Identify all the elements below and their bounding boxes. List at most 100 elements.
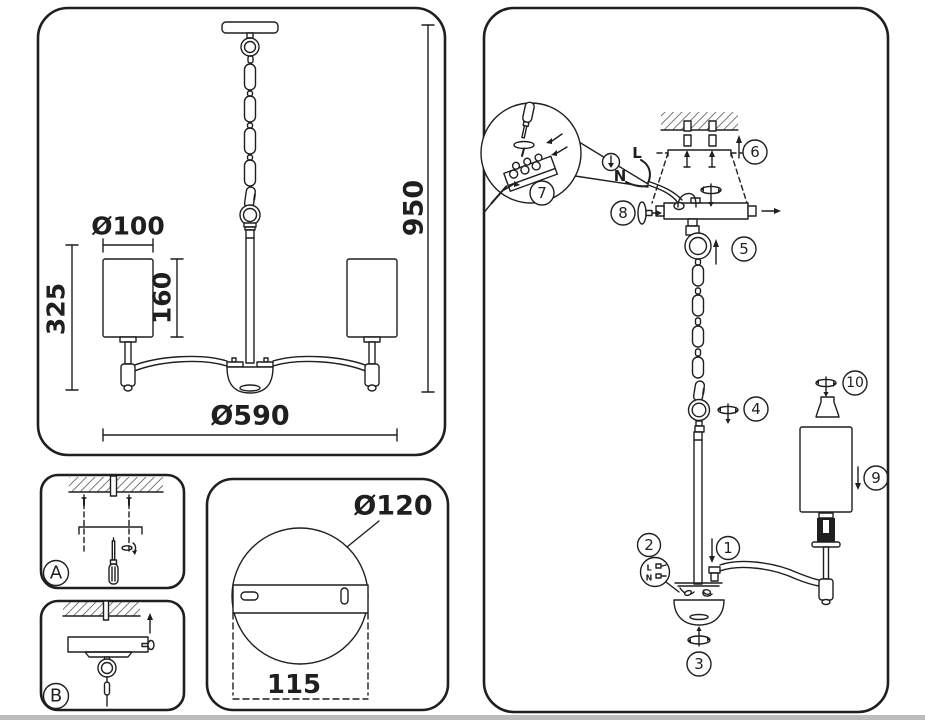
step-5-label: 5 [739,240,749,258]
step-2-label: 2 [644,536,654,554]
motion-arrows [503,133,568,191]
bottom-bowl [673,599,725,626]
stem-rod [243,222,257,364]
arrow-up-icon [713,239,719,265]
cable-grommet [673,201,685,211]
page-edge-shadow [0,715,925,720]
ceiling-pin [102,600,110,621]
step-1-label: 1 [723,539,733,557]
screw-rotation-icon [121,542,137,555]
side-screw-icon [141,639,155,651]
side-screw-icon [637,201,662,225]
wire-connector [702,588,712,596]
step-8-label: 8 [618,204,628,222]
bottom-bowl [226,366,274,394]
step-10-label: 10 [846,375,864,391]
step-3-label: 3 [694,655,704,673]
shade-holder-disc [811,541,841,548]
live-wire-label: L [632,144,642,162]
hanging-ring [684,232,712,260]
lamp-arm [719,560,820,587]
arrow-up-icon [736,135,742,159]
step-b-label: B [50,686,62,707]
dim-shade-height-label: 160 [148,272,177,324]
terminal-block [483,153,559,214]
step-6-label: 6 [750,143,760,161]
hub-plate [674,582,723,597]
lamp-arm-left [131,355,228,373]
stem-ring [239,204,261,226]
step-9-label: 9 [871,469,881,487]
dimension-overall-diameter: Ø590 [102,401,398,442]
ceiling-hatch [660,112,739,132]
rotation-icon [700,183,722,207]
drill-hole [708,120,717,132]
candle-tube [822,546,830,580]
panel-canopy-dimensions: Ø120 115 [205,477,450,712]
quick-link [692,380,706,402]
ceiling-pin [109,475,118,497]
stem-rod [693,420,705,585]
ceiling-canopy [221,21,279,39]
chain-link [103,681,111,696]
cable [649,181,683,201]
dimension-bracket-spacing: 115 [232,612,369,700]
hanging-ring [240,37,260,57]
ceiling-hatch [62,600,141,621]
panel-mount-step-b: B [39,599,186,712]
canopy-ring [97,656,117,707]
drill-hole [683,120,692,132]
panel-border [36,6,447,457]
dimension-overall-height: 950 [399,24,435,393]
panel-border [39,599,186,712]
step-a-label: A [50,563,63,584]
screw-up-icon [708,150,716,168]
chandelier-front-view [102,21,398,394]
arrow-down-icon [855,466,861,490]
dimension-stem-height: 325 [42,244,79,391]
panel-border [205,477,450,712]
screwdriver-icon [521,101,535,139]
mounting-bracket [667,149,732,168]
dim-canopy-diameter-label: Ø120 [353,491,432,522]
step-b-badge: B [42,682,70,710]
neutral-wire-label: N [614,167,627,185]
step-3-badge: 3 [686,626,712,677]
step-1-badge: 1 [709,535,741,563]
cable [647,184,679,204]
arm-connector [708,566,721,582]
rotation-icon [717,403,739,424]
dimension-canopy-diameter: Ø120 [346,491,433,548]
panel-border [482,6,890,714]
lamp-socket [811,512,841,580]
screw-up-icon [683,150,691,168]
step-7-badge: 7 [529,180,555,206]
canopy-top-view [231,527,369,665]
step-4-badge: 4 [717,396,769,424]
step-5-badge: 5 [713,236,757,265]
step-7-label: 7 [537,184,547,202]
step-2-badge: 2 [636,532,662,558]
panel-dimensions-front: Ø100 160 325 950 Ø590 [36,6,447,457]
bracket-slot-vertical [340,587,349,605]
shade-left [102,258,154,392]
lamp-shade [799,426,853,513]
arrow-down-icon [709,538,715,563]
step-a-badge: A [42,559,70,587]
wire [490,185,508,205]
finial [815,396,840,418]
rotation-icon [815,376,837,397]
screwdriver-icon [108,537,119,585]
dim-stem-height-label: 325 [42,283,71,335]
step-4-label: 4 [751,400,761,418]
projection-lines [651,152,748,204]
wire-connector [683,589,693,597]
step-9-badge: 9 [855,465,889,491]
mounting-bracket [78,526,143,535]
ceiling-hatch [68,475,164,497]
chain [691,258,705,379]
canopy-plate [67,636,149,658]
bracket-slot-horizontal [240,591,259,601]
drill-guides [81,494,132,554]
wire-hook [677,192,697,208]
